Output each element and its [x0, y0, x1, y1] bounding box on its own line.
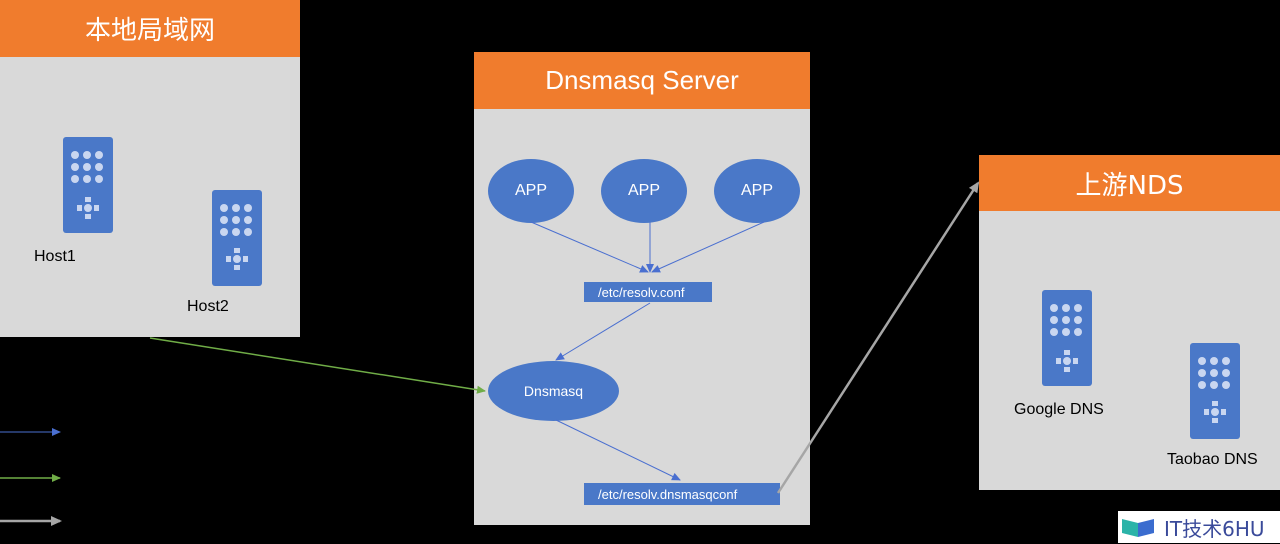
conf-to-upstream-arrow	[776, 181, 980, 494]
app-node-1: APP	[488, 159, 574, 223]
google-dns-device-icon	[1042, 290, 1092, 386]
host2-device-icon	[212, 190, 262, 286]
resolv-conf-file: /etc/resolv.conf	[584, 282, 712, 302]
taobao-dns-label: Taobao DNS	[1167, 451, 1258, 468]
upstream-dns-panel: 上游NDS Google DNS Taobao DNS	[979, 155, 1280, 490]
dnsmasq-server-title: Dnsmasq Server	[474, 52, 810, 109]
dnsmasq-to-conf-line	[555, 419, 681, 481]
app3-to-resolv-line	[651, 221, 765, 273]
dnsmasq-server-panel: Dnsmasq Server APP APP APP /etc/resolv.c…	[474, 52, 810, 525]
host1-device-icon	[63, 137, 113, 233]
dnsmasq-node: Dnsmasq	[488, 361, 619, 421]
dnsmasq-conf-file: /etc/resolv.dnsmasqconf	[584, 483, 780, 505]
watermark-text: IT技术6HU	[1164, 516, 1265, 541]
local-lan-panel: 本地局域网 Host1 Host2	[0, 0, 300, 337]
taobao-dns-device-icon	[1190, 343, 1240, 439]
host2-label: Host2	[187, 298, 229, 315]
local-lan-title: 本地局域网	[0, 0, 300, 57]
resolv-to-dnsmasq-line	[555, 302, 651, 361]
host1-label: Host1	[34, 248, 76, 265]
watermark: IT技术6HU	[1118, 511, 1280, 543]
app1-to-resolv-line	[530, 221, 649, 273]
watermark-logo-icon	[1120, 515, 1156, 539]
upstream-dns-title: 上游NDS	[979, 155, 1280, 211]
app-node-3: APP	[714, 159, 800, 223]
google-dns-label: Google DNS	[1014, 401, 1104, 418]
app-node-2: APP	[601, 159, 687, 223]
lan-to-dnsmasq-arrow	[149, 337, 486, 394]
